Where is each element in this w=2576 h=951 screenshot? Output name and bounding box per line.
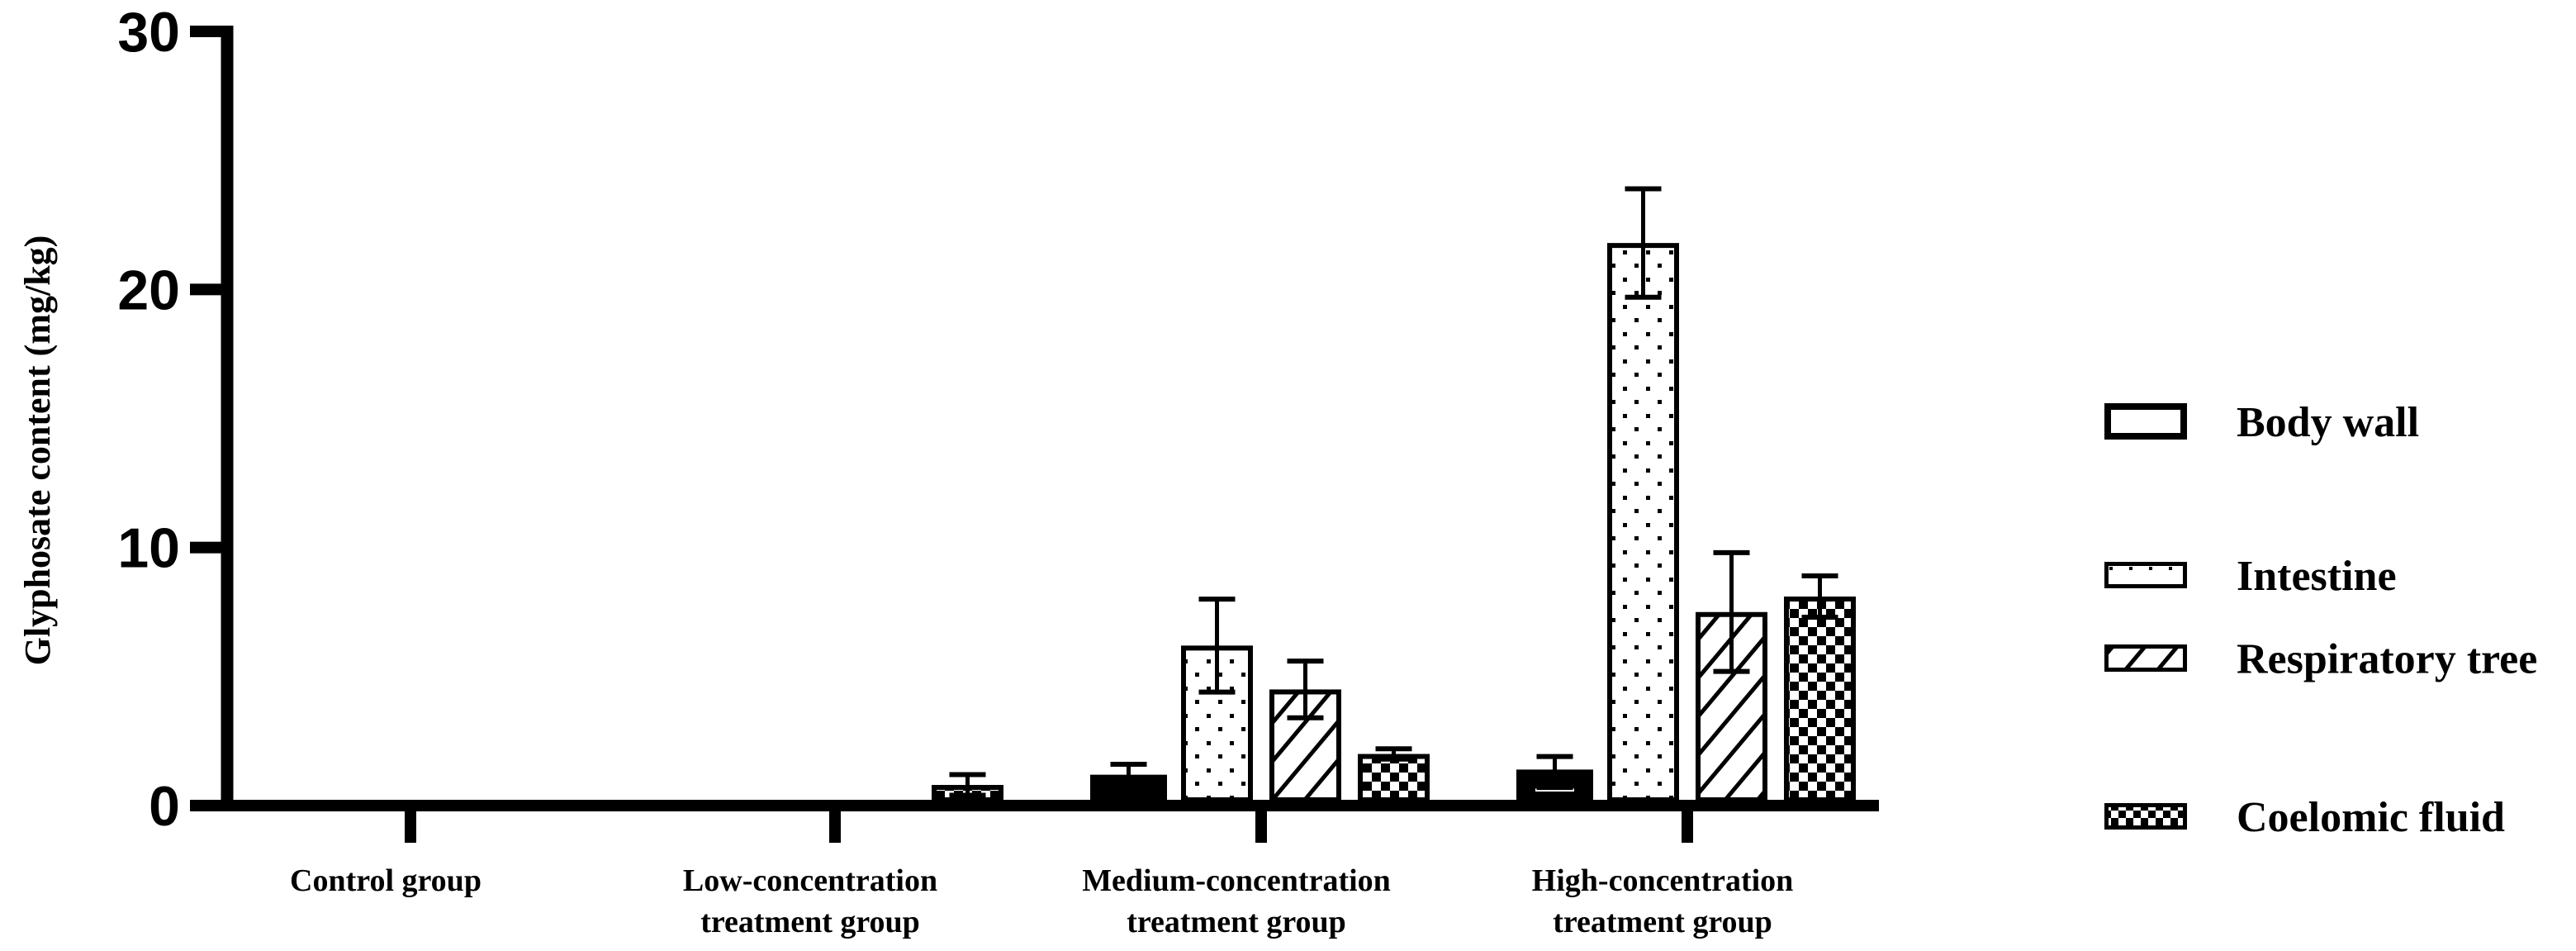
y-tick-label: 0 xyxy=(149,775,180,838)
legend-label: Respiratory tree xyxy=(2237,636,2537,683)
bar xyxy=(1358,746,1430,802)
legend-swatch xyxy=(2104,403,2187,440)
legend-item: Body wall xyxy=(2104,399,2419,446)
bar xyxy=(1269,659,1341,803)
x-category-label: treatment group xyxy=(700,905,920,939)
x-tick xyxy=(1255,806,1267,843)
x-axis: Control group Low-concentration treatment … xyxy=(221,800,1879,939)
y-tick-label: 10 xyxy=(117,517,180,580)
bar xyxy=(1090,762,1167,808)
x-category-label: treatment group xyxy=(1127,905,1346,939)
x-tick xyxy=(829,806,841,843)
legend-swatch xyxy=(2104,644,2187,672)
legend-swatch xyxy=(2104,803,2187,830)
bar xyxy=(1516,754,1593,808)
x-category-label: High-concentration xyxy=(1532,863,1794,898)
bar xyxy=(932,772,1003,802)
x-category-label: Control group xyxy=(290,863,482,898)
y-axis-line xyxy=(221,26,234,811)
bar xyxy=(1607,186,1679,802)
y-tick-label: 30 xyxy=(117,1,180,64)
legend-item: Intestine xyxy=(2104,553,2397,600)
bar xyxy=(1181,597,1253,802)
x-category-label: Low-concentration xyxy=(683,863,937,898)
y-tick-label: 20 xyxy=(117,259,180,321)
legend-item: Respiratory tree xyxy=(2104,636,2537,683)
legend-label: Intestine xyxy=(2237,553,2397,600)
y-tick xyxy=(190,800,227,811)
x-axis-line xyxy=(221,800,1879,811)
x-tick xyxy=(405,806,416,843)
x-category-label: treatment group xyxy=(1553,905,1772,939)
legend-label: Coelomic fluid xyxy=(2237,794,2505,841)
bar-series xyxy=(932,186,1856,808)
y-axis: 0 10 20 30 xyxy=(117,1,234,838)
legend-item: Coelomic fluid xyxy=(2104,794,2505,841)
y-tick xyxy=(190,26,227,37)
legend-label: Body wall xyxy=(2237,399,2419,446)
y-tick xyxy=(190,541,227,554)
bar xyxy=(1784,573,1856,803)
y-axis-title: Glyphosate content (mg/kg) xyxy=(17,235,58,666)
legend-swatch xyxy=(2104,562,2187,588)
x-category-label: Medium-concentration xyxy=(1082,863,1391,898)
bar xyxy=(1696,549,1767,802)
y-tick xyxy=(190,283,227,296)
x-tick xyxy=(1682,806,1693,843)
